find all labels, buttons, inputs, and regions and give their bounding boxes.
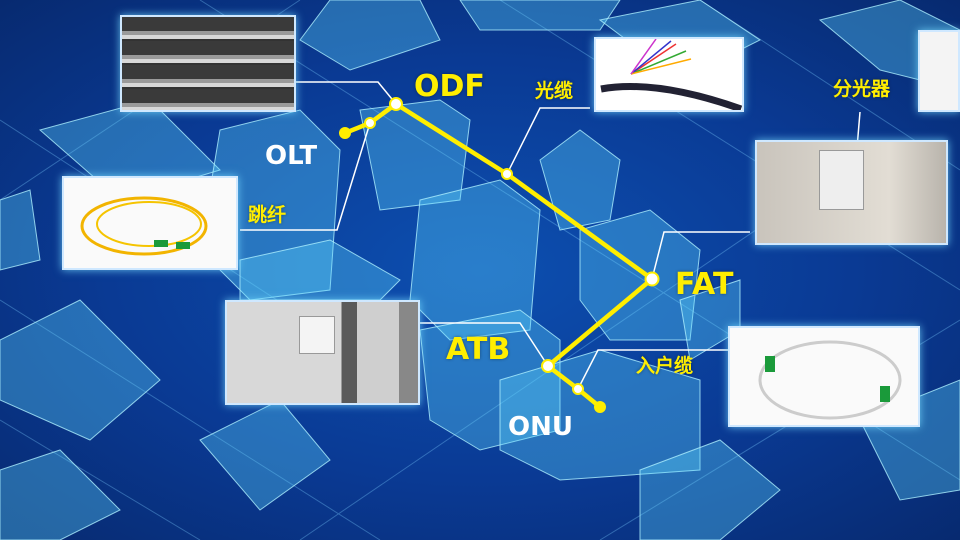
drop-cable-dot (572, 383, 584, 395)
leader-fiber-cable (506, 107, 590, 175)
leader-atb (420, 322, 549, 367)
leader-drop-cable (577, 349, 728, 390)
leader-lines (240, 81, 861, 390)
label-onu: ONU (508, 412, 573, 442)
atb-dot (541, 359, 555, 373)
atb-photo (225, 300, 420, 405)
label-drop-cable: 入户缆 (636, 355, 694, 377)
patch-cord-dot (364, 117, 376, 129)
leader-fat (651, 231, 750, 280)
label-olt: OLT (265, 141, 318, 171)
label-fiber-cable: 光缆 (535, 80, 574, 102)
patch-cord-photo (62, 176, 238, 270)
label-fat: FAT (675, 267, 734, 302)
label-odf: ODF (414, 69, 485, 104)
label-atb: ATB (446, 332, 511, 367)
onu-dot (594, 401, 606, 413)
drop-cable-photo (728, 326, 920, 427)
fat-dot (644, 271, 660, 287)
path-nodes (339, 97, 863, 413)
fat-box-photo (755, 140, 948, 245)
olt-dot (339, 127, 351, 139)
label-splitter: 分光器 (833, 78, 891, 100)
label-patch-cord: 跳纤 (248, 204, 287, 226)
splitter-photo-small (918, 30, 960, 112)
fiber-cable-photo (594, 37, 744, 112)
fiber-cable-dot (501, 168, 513, 180)
olt-rack-photo (120, 15, 296, 112)
leader-patch-cord (240, 122, 371, 231)
odf-dot (389, 97, 403, 111)
leader-odf (296, 81, 397, 105)
